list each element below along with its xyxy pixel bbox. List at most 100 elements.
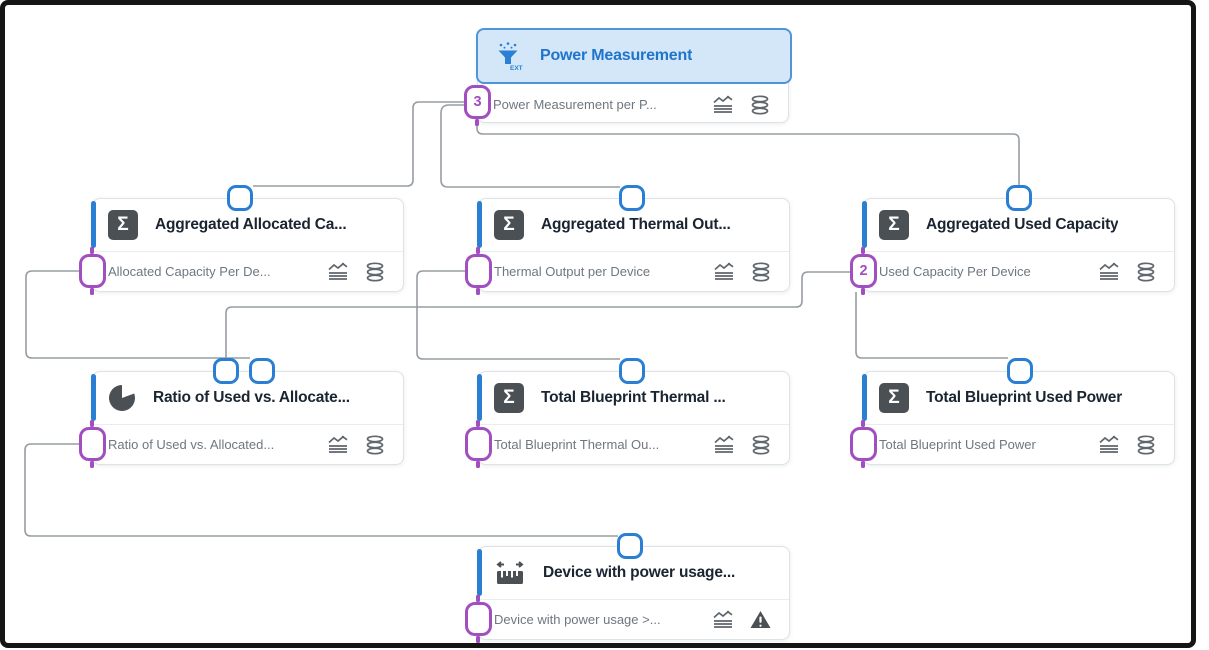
- stage-chart-icon[interactable]: [1098, 262, 1120, 281]
- database-icon[interactable]: [751, 261, 771, 282]
- input-port-ratio-2[interactable]: [249, 358, 275, 384]
- port-stub-top: [476, 595, 480, 602]
- node-title: Aggregated Thermal Out...: [541, 216, 731, 233]
- port-stub-bottom: [861, 288, 865, 295]
- node-subtitle: Used Capacity Per Device: [879, 264, 1031, 279]
- node-title: Aggregated Allocated Ca...: [155, 216, 347, 233]
- edge-power-agg-used: [476, 124, 1020, 186]
- input-port-agg-used-1[interactable]: [1006, 185, 1032, 211]
- pie-icon: [108, 384, 136, 412]
- database-icon[interactable]: [1136, 261, 1156, 282]
- stage-chart-icon[interactable]: [713, 435, 735, 454]
- node-stage-row: Thermal Output per Device: [479, 252, 789, 291]
- node-header: Σ Aggregated Allocated Ca...: [91, 199, 403, 252]
- input-port-agg-allocated-1[interactable]: [227, 185, 253, 211]
- edge-agg-used-ratio: [225, 271, 851, 359]
- sigma-icon: Σ: [494, 383, 524, 413]
- node-subtitle: Device with power usage >...: [494, 612, 661, 627]
- warning-icon[interactable]: [750, 610, 771, 629]
- port-stub-top: [90, 247, 94, 254]
- database-icon[interactable]: [365, 434, 385, 455]
- port-stub-bottom: [861, 461, 865, 468]
- node-stage-row: Total Blueprint Thermal Ou...: [479, 425, 789, 464]
- stage-chart-icon[interactable]: [712, 610, 734, 629]
- output-port-device[interactable]: [465, 602, 492, 636]
- node-stage-row: Device with power usage >...: [479, 600, 789, 639]
- node-subtitle: Total Blueprint Thermal Ou...: [494, 437, 660, 452]
- accent-bar: [477, 374, 482, 421]
- node-device[interactable]: Device with power usage... Device with po…: [477, 546, 790, 640]
- node-header: Σ Aggregated Thermal Out...: [477, 199, 789, 252]
- port-stub-top: [861, 420, 865, 427]
- database-icon[interactable]: [751, 434, 771, 455]
- input-port-total-thermal-1[interactable]: [619, 358, 645, 384]
- port-stub-bottom: [476, 288, 480, 295]
- output-port-agg-allocated[interactable]: [79, 254, 106, 288]
- edge-agg-used-total-used: [855, 292, 1008, 359]
- node-subtitle: Allocated Capacity Per De...: [108, 264, 271, 279]
- node-subtitle: Power Measurement per P...: [493, 97, 657, 112]
- output-port-total-thermal[interactable]: [465, 427, 492, 461]
- funnel-ext-icon: EXT: [493, 41, 523, 71]
- port-stub-top: [90, 420, 94, 427]
- output-port-total-used[interactable]: [850, 427, 877, 461]
- stage-chart-icon[interactable]: [713, 262, 735, 281]
- stage-chart-icon[interactable]: [327, 435, 349, 454]
- port-stub-top: [476, 247, 480, 254]
- node-header: Device with power usage...: [477, 547, 789, 600]
- output-port-ratio[interactable]: [79, 427, 106, 461]
- port-stub-bottom: [90, 288, 94, 295]
- edge-power-agg-allocated: [253, 101, 465, 187]
- database-icon[interactable]: [750, 94, 770, 115]
- database-icon[interactable]: [1136, 434, 1156, 455]
- input-port-ratio-1[interactable]: [213, 358, 239, 384]
- node-stage-row: Allocated Capacity Per De...: [93, 252, 403, 291]
- edge-agg-allocated-ratio: [25, 270, 250, 359]
- node-subtitle: Ratio of Used vs. Allocated...: [108, 437, 275, 452]
- node-subtitle: Thermal Output per Device: [494, 264, 651, 279]
- node-subtitle: Total Blueprint Used Power: [879, 437, 1036, 452]
- node-header: Ratio of Used vs. Allocate...: [91, 372, 403, 425]
- node-stage-row: Used Capacity Per Device: [864, 252, 1174, 291]
- node-stage-row: Power Measurement per P...: [478, 85, 788, 124]
- node-title: Total Blueprint Used Power: [926, 389, 1123, 406]
- accent-bar: [862, 374, 867, 421]
- input-port-agg-thermal-1[interactable]: [619, 185, 645, 211]
- accent-bar: [862, 201, 867, 248]
- output-port-badge-power[interactable]: 3: [464, 85, 491, 119]
- port-stub-bottom: [90, 461, 94, 468]
- output-port-badge-agg-used[interactable]: 2: [850, 254, 877, 288]
- stage-chart-icon[interactable]: [1098, 435, 1120, 454]
- stage-chart-icon[interactable]: [327, 262, 349, 281]
- port-stub-top: [476, 420, 480, 427]
- sigma-icon: Σ: [108, 210, 138, 240]
- node-title: Ratio of Used vs. Allocate...: [153, 389, 350, 406]
- node-stage-row: Total Blueprint Used Power: [864, 425, 1174, 464]
- edge-power-agg-thermal: [440, 104, 620, 188]
- stage-chart-icon[interactable]: [712, 95, 734, 114]
- node-ratio[interactable]: Ratio of Used vs. Allocate... Ratio of Us…: [91, 371, 404, 465]
- edge-agg-thermal-total-thermal: [416, 270, 620, 360]
- svg-text:EXT: EXT: [510, 65, 523, 71]
- port-stub-top: [861, 247, 865, 254]
- edge-ratio-device: [24, 443, 618, 537]
- measure-icon: [494, 560, 526, 587]
- sigma-icon: Σ: [494, 210, 524, 240]
- node-agg-thermal[interactable]: Σ Aggregated Thermal Out... Thermal Output…: [477, 198, 790, 292]
- node-agg-allocated[interactable]: Σ Aggregated Allocated Ca... Allocated Cap…: [91, 198, 404, 292]
- database-icon[interactable]: [365, 261, 385, 282]
- input-port-device-1[interactable]: [617, 533, 643, 559]
- accent-bar: [91, 374, 96, 421]
- input-port-total-used-1[interactable]: [1007, 358, 1033, 384]
- port-stub-bottom: [475, 119, 479, 126]
- output-port-agg-thermal[interactable]: [465, 254, 492, 288]
- accent-bar: [91, 201, 96, 248]
